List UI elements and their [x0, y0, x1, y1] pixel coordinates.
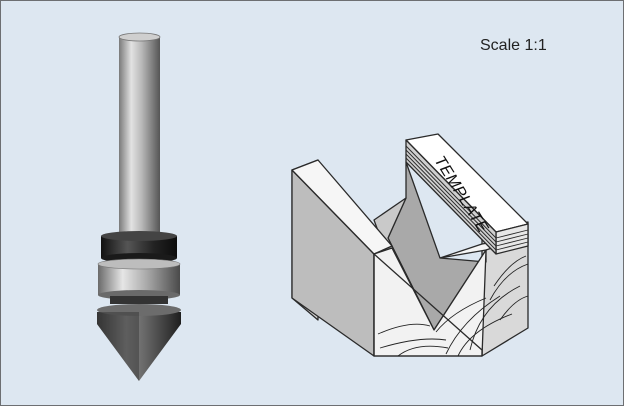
router-bit-cutter [97, 304, 181, 381]
wood-left-wall-top [291, 159, 393, 255]
scale-label: Scale 1:1 [480, 37, 547, 54]
router-bit-collar [101, 231, 177, 263]
router-bit [97, 32, 181, 381]
router-bit-bearing [97, 258, 181, 304]
wood-grain [377, 255, 529, 357]
router-bit-shank [118, 32, 161, 238]
workpiece-diagram: TEMPLATE [291, 133, 529, 357]
